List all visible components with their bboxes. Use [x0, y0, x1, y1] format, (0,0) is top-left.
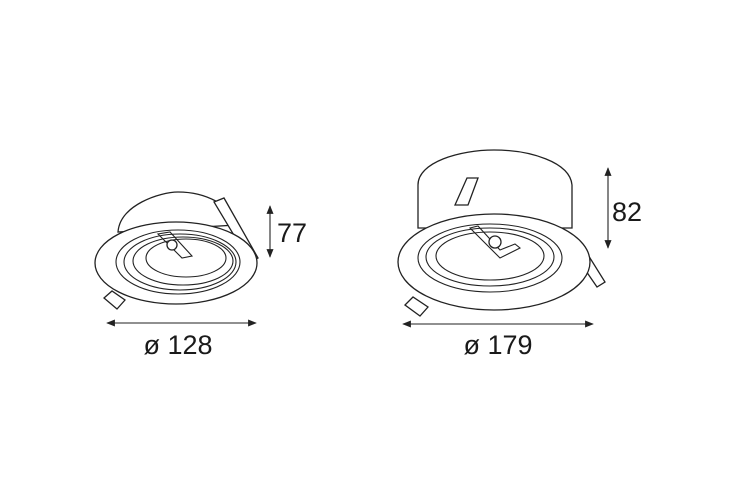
spring-clip-back [453, 177, 479, 206]
height-label-large: 82 [612, 197, 642, 227]
diameter-label-small: ø 128 [143, 330, 212, 360]
diameter-label-large: ø 179 [463, 330, 532, 360]
spring-clip-left [404, 296, 429, 317]
lamp-holder [468, 225, 522, 259]
height-label-small: 77 [277, 218, 307, 248]
lamp [488, 235, 502, 249]
housing-cylinder [417, 149, 573, 229]
trim-ring [397, 213, 591, 311]
fixture-large [397, 149, 606, 317]
lamp [166, 239, 178, 251]
spring-clip-left [103, 290, 126, 310]
fixture-small [94, 191, 259, 310]
